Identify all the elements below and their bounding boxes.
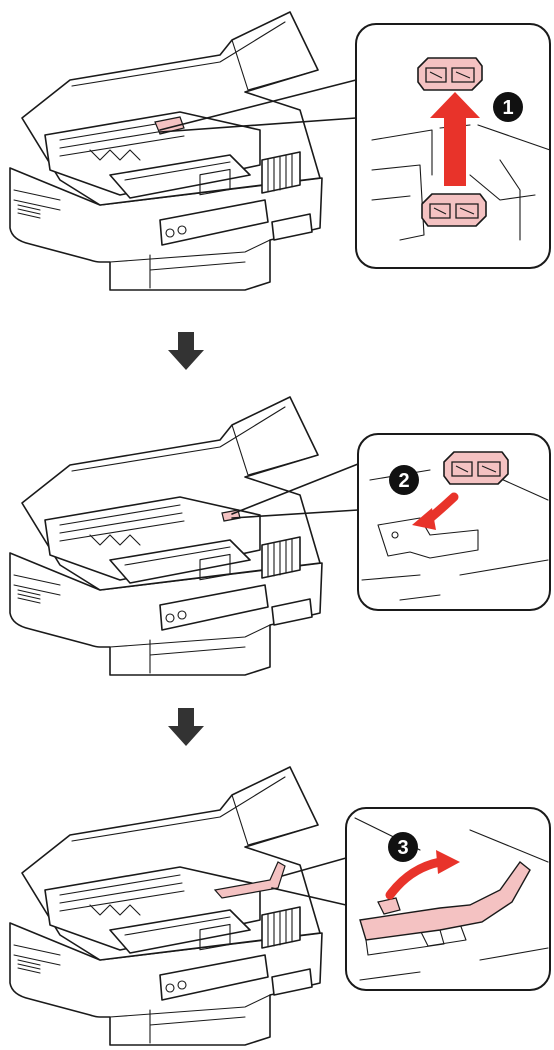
part-moving: [444, 452, 508, 484]
step-number-badge: 1: [493, 92, 523, 122]
zoom-callout: 3: [346, 808, 550, 990]
zoom-callout: 1: [356, 24, 550, 268]
svg-text:3: 3: [397, 837, 408, 859]
step-3-panel: 3: [10, 767, 550, 1045]
part-lifted: [418, 58, 482, 90]
part-in-slot: [422, 194, 486, 226]
zoom-callout: 2: [358, 434, 550, 610]
step-number-badge: 2: [389, 465, 419, 495]
svg-text:1: 1: [502, 97, 513, 119]
step-1-panel: 1: [10, 12, 550, 290]
printer-illustration: [10, 767, 322, 1045]
svg-text:2: 2: [398, 470, 409, 492]
step-number-badge: 3: [388, 832, 418, 862]
down-arrow-icon: [168, 332, 204, 370]
down-arrow-icon: [168, 708, 204, 746]
printer-illustration: [10, 397, 322, 675]
step-2-panel: 2: [10, 397, 550, 675]
printer-illustration: [10, 12, 322, 290]
